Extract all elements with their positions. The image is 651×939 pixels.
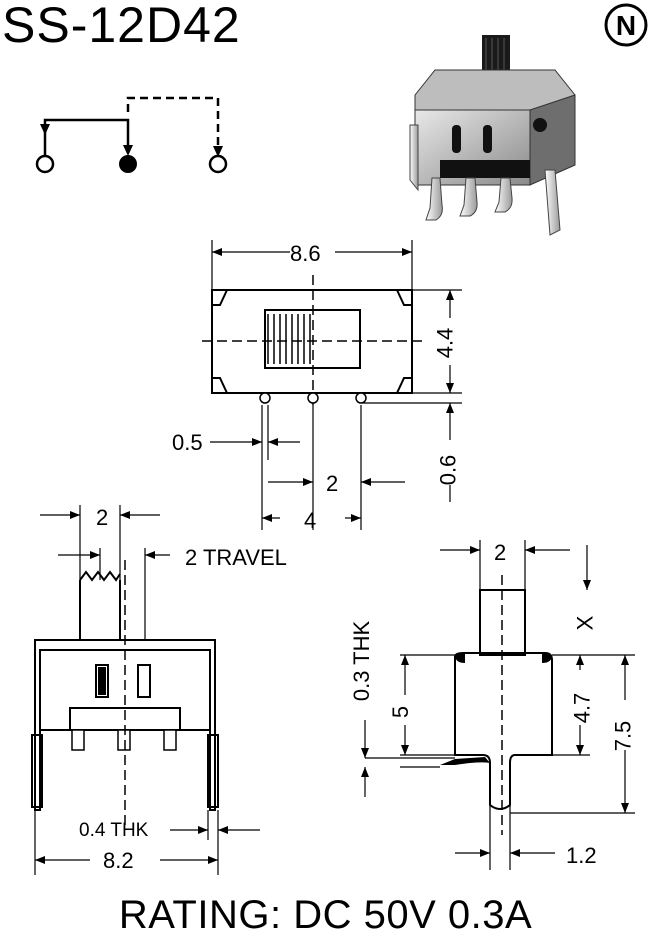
dim-lead-thickness: 0.4 THK bbox=[79, 820, 149, 841]
manufacturer-logo: N bbox=[604, 3, 648, 47]
dim-side-actuator-width: 2 bbox=[494, 540, 507, 565]
dim-pin-span: 4 bbox=[304, 508, 317, 533]
part-number-title: SS-12D42 bbox=[2, 0, 241, 53]
dim-travel: 2 TRAVEL bbox=[185, 545, 287, 570]
logo-letter: N bbox=[616, 10, 636, 41]
dim-total-height: 7.5 bbox=[610, 720, 636, 752]
dim-pin-thickness: 0.3 THK bbox=[349, 620, 375, 702]
dim-pin-length: 5 bbox=[388, 705, 414, 719]
dim-width: 8.6 bbox=[290, 241, 321, 266]
dim-pin-dia: 0.5 bbox=[172, 430, 203, 455]
product-image bbox=[409, 35, 576, 236]
dim-actuator-height: X bbox=[572, 615, 598, 631]
side-view-drawing bbox=[361, 540, 635, 870]
dim-body-width: 8.2 bbox=[103, 848, 134, 873]
dim-height: 4.4 bbox=[432, 327, 458, 359]
front-view-drawing bbox=[31, 505, 260, 875]
dim-pitch: 2 bbox=[326, 471, 339, 496]
rating-text: RATING: DC 50V 0.3A bbox=[118, 893, 533, 937]
dim-body-height: 4.7 bbox=[569, 692, 595, 724]
schematic-symbol bbox=[35, 96, 228, 174]
dim-actuator-width: 2 bbox=[96, 505, 109, 530]
top-view-drawing bbox=[202, 240, 462, 530]
dim-pin-width: 1.2 bbox=[566, 843, 597, 868]
dim-pin-offset: 0.6 bbox=[435, 454, 461, 486]
